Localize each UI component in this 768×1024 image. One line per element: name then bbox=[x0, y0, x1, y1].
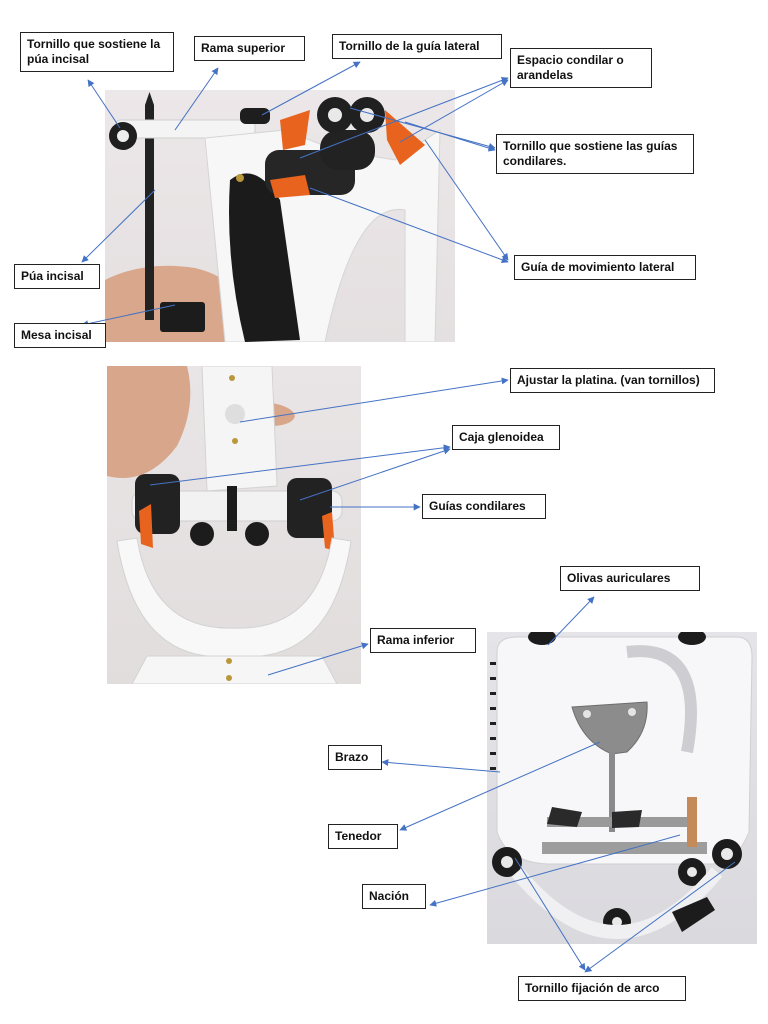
photo-upper-articulator bbox=[105, 90, 455, 342]
label-brazo: Brazo bbox=[328, 745, 382, 770]
label-rama-inferior: Rama inferior bbox=[370, 628, 476, 653]
label-caja-glenoidea: Caja glenoidea bbox=[452, 425, 560, 450]
upper-articulator-illustration bbox=[105, 92, 441, 342]
label-tornillo-fijacion-arco: Tornillo fijación de arco bbox=[518, 976, 686, 1001]
lower-articulator-illustration bbox=[107, 366, 352, 684]
photo-facebow bbox=[487, 632, 757, 944]
label-tornillo-guias-condilares: Tornillo que sostiene las guías condilar… bbox=[496, 134, 694, 174]
label-tornillo-pua-incisal: Tornillo que sostiene la púa incisal bbox=[20, 32, 174, 72]
label-tenedor: Tenedor bbox=[328, 824, 398, 849]
label-rama-superior: Rama superior bbox=[194, 36, 305, 61]
label-tornillo-guia-lateral: Tornillo de la guía lateral bbox=[332, 34, 502, 59]
label-mesa-incisal: Mesa incisal bbox=[14, 323, 106, 348]
facebow-illustration bbox=[490, 632, 753, 940]
label-ajustar-platina: Ajustar la platina. (van tornillos) bbox=[510, 368, 715, 393]
label-nacion: Nación bbox=[362, 884, 426, 909]
label-guias-condilares: Guías condilares bbox=[422, 494, 546, 519]
label-pua-incisal: Púa incisal bbox=[14, 264, 100, 289]
photo-lower-articulator bbox=[107, 366, 361, 684]
label-guia-movimiento-lateral: Guía de movimiento lateral bbox=[514, 255, 696, 280]
label-espacio-condilar: Espacio condilar o arandelas bbox=[510, 48, 652, 88]
label-olivas-auriculares: Olivas auriculares bbox=[560, 566, 700, 591]
leader-brazo bbox=[381, 759, 501, 773]
